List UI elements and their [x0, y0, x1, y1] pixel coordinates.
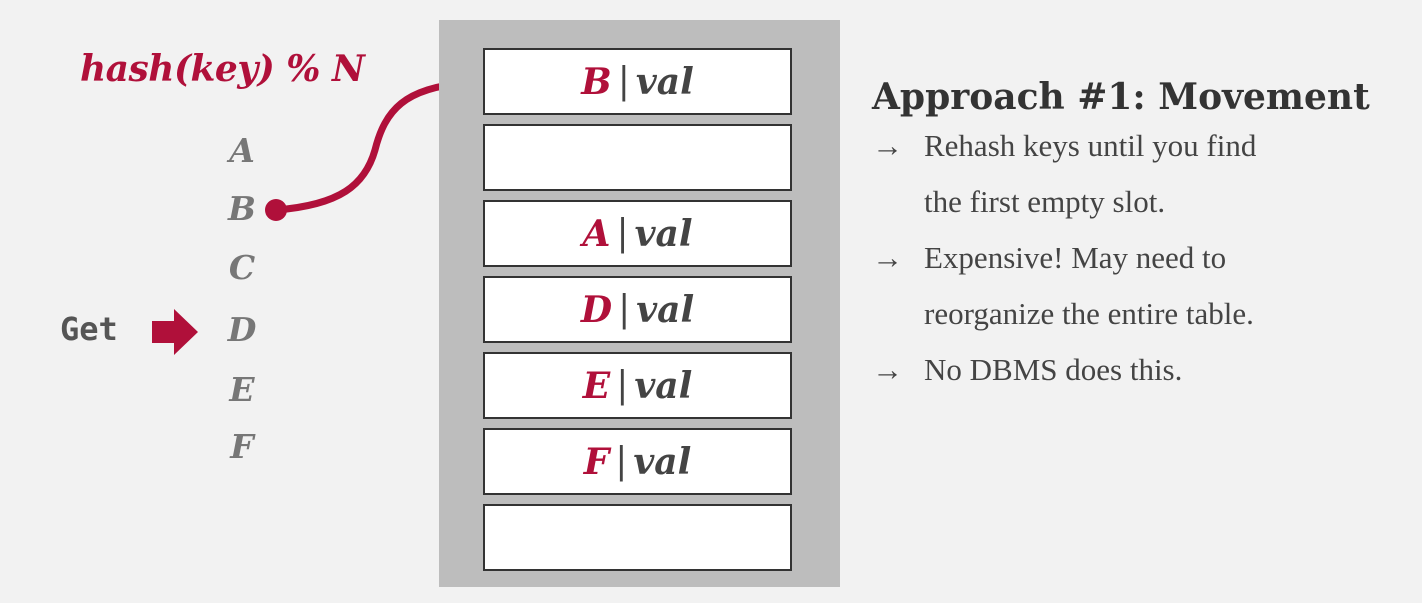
slot-value: val	[634, 364, 693, 407]
bullet-item: → Expensive! May need to	[872, 230, 1256, 286]
slot-key: F	[583, 440, 610, 483]
table-slot: B | val	[483, 48, 792, 115]
key-f: F	[230, 427, 254, 466]
slot-separator: |	[615, 441, 628, 482]
slot-key: E	[582, 364, 611, 407]
table-slot: D | val	[483, 276, 792, 343]
slot-value: val	[634, 212, 693, 255]
arrow-right-icon: →	[872, 240, 903, 275]
bullet-item: → Rehash keys until you find	[872, 118, 1256, 174]
approach-bullets: → Rehash keys until you find the first e…	[872, 118, 1256, 398]
key-b: B	[228, 189, 256, 228]
arrow-right-icon: →	[872, 352, 903, 387]
hash-function-label: hash(key) % N	[80, 48, 365, 90]
slot-key: D	[580, 288, 613, 331]
slot-separator: |	[616, 213, 629, 254]
bullet-continuation: the first empty slot.	[872, 174, 1256, 230]
bullet-text: the first empty slot.	[924, 184, 1166, 219]
slot-separator: |	[616, 365, 629, 406]
table-slot: E | val	[483, 352, 792, 419]
get-arrow-icon	[152, 309, 198, 355]
table-slot: A | val	[483, 200, 792, 267]
arrow-right-icon: →	[872, 128, 903, 163]
key-d: D	[227, 310, 257, 349]
slot-key: B	[581, 60, 612, 103]
bullet-text: Rehash keys until you find	[924, 128, 1257, 163]
bullet-text: Expensive! May need to	[924, 240, 1227, 275]
key-e: E	[229, 370, 255, 409]
key-a: A	[229, 131, 255, 170]
slot-separator: |	[617, 61, 630, 102]
slot-value: val	[635, 60, 694, 103]
table-slot-empty	[483, 124, 792, 191]
slot-key: A	[582, 212, 611, 255]
pointer-dot-icon	[265, 199, 287, 221]
table-slot-empty	[483, 504, 792, 571]
bullet-text: No DBMS does this.	[924, 352, 1183, 387]
key-c: C	[228, 248, 256, 287]
bullet-text: reorganize the entire table.	[924, 296, 1254, 331]
bullet-continuation: reorganize the entire table.	[872, 286, 1256, 342]
slot-value: val	[633, 440, 692, 483]
approach-title: Approach #1: Movement	[872, 76, 1370, 118]
bullet-item: → No DBMS does this.	[872, 342, 1256, 398]
get-operation-label: Get	[60, 310, 118, 348]
table-slot: F | val	[483, 428, 792, 495]
slot-separator: |	[618, 289, 631, 330]
slot-value: val	[636, 288, 695, 331]
